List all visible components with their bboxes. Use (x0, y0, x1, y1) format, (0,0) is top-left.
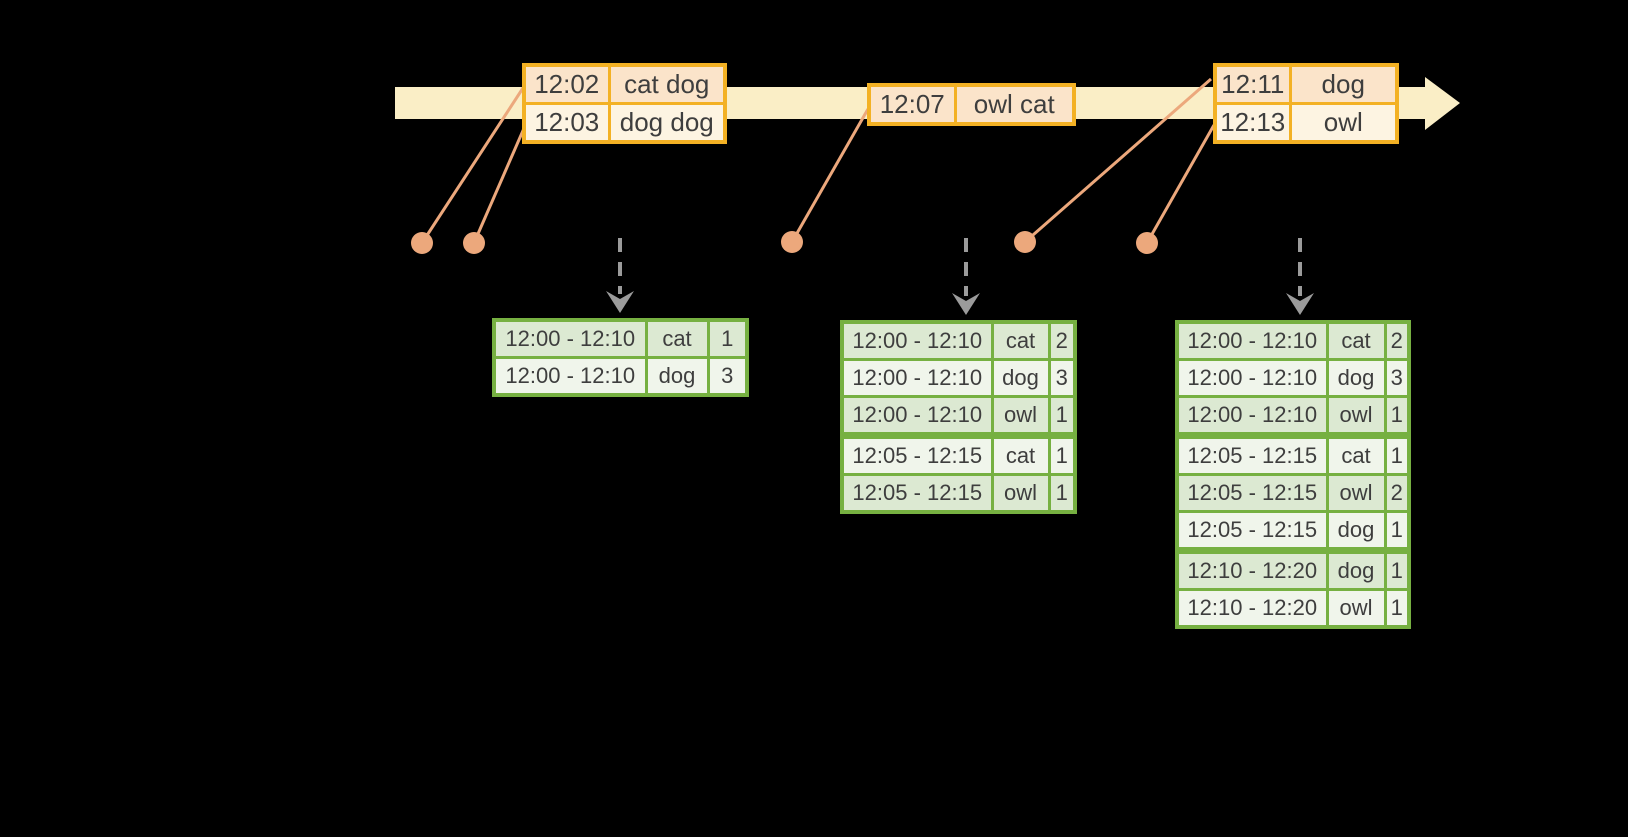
trigger-arrowheads (606, 291, 1314, 315)
window-cell: 12:00 - 12:10 (492, 356, 648, 397)
word-cell: cat (644, 318, 710, 359)
table-row: 12:00 - 12:10 cat 1 (492, 318, 749, 359)
count-cell: 1 (1383, 547, 1411, 591)
result-table-3: 12:00 - 12:10 cat 2 12:00 - 12:10 dog 3 … (1175, 320, 1411, 629)
event-table-1: 12:02 cat dog 12:03 dog dog (522, 63, 727, 144)
event-words-cell: owl (1288, 102, 1399, 144)
word-cell: owl (1325, 588, 1387, 629)
table-row: 12:05 - 12:15 cat 1 (1175, 432, 1411, 476)
table-row: 12:00 - 12:10 dog 3 (492, 356, 749, 397)
table-row: 12:00 - 12:10 cat 2 (1175, 320, 1411, 361)
event-connector-line (472, 125, 527, 244)
window-cell: 12:00 - 12:10 (1175, 395, 1329, 437)
count-cell: 3 (1383, 358, 1411, 398)
word-cell: owl (990, 473, 1051, 514)
count-cell: 2 (1047, 320, 1077, 361)
trigger-arrows (618, 238, 1302, 296)
table-row: 12:00 - 12:10 cat 2 (840, 320, 1077, 361)
word-cell: owl (1325, 473, 1387, 513)
count-cell: 3 (706, 356, 749, 397)
count-cell: 1 (706, 318, 749, 359)
word-cell: dog (644, 356, 710, 397)
event-marker-dot (1014, 231, 1036, 253)
table-row: 12:03 dog dog (522, 102, 727, 144)
event-connector-line (1145, 124, 1216, 244)
result-table-2: 12:00 - 12:10 cat 2 12:00 - 12:10 dog 3 … (840, 320, 1077, 514)
table-row: 12:05 - 12:15 cat 1 (840, 432, 1077, 476)
event-connector-line (1024, 77, 1212, 244)
result-table-1: 12:00 - 12:10 cat 1 12:00 - 12:10 dog 3 (492, 318, 749, 397)
word-cell: cat (1325, 320, 1387, 361)
table-row: 12:00 - 12:10 owl 1 (840, 395, 1077, 437)
count-cell: 3 (1047, 358, 1077, 398)
window-cell: 12:00 - 12:10 (1175, 320, 1329, 361)
word-cell: dog (1325, 547, 1387, 591)
count-cell: 1 (1383, 432, 1411, 476)
window-cell: 12:05 - 12:15 (1175, 473, 1329, 513)
event-connector-lines (420, 77, 1216, 244)
window-cell: 12:05 - 12:15 (1175, 510, 1329, 552)
word-cell: dog (1325, 510, 1387, 552)
event-marker-dots (411, 231, 1158, 254)
table-row: 12:00 - 12:10 dog 3 (1175, 358, 1411, 398)
event-marker-dot (411, 232, 433, 254)
count-cell: 1 (1047, 395, 1077, 437)
word-cell: cat (990, 320, 1051, 361)
event-time-cell: 12:13 (1213, 102, 1292, 144)
table-row: 12:07 owl cat (867, 83, 1076, 126)
event-connector-line (790, 108, 870, 243)
event-marker-dot (781, 231, 803, 253)
window-cell: 12:05 - 12:15 (840, 473, 994, 514)
window-cell: 12:00 - 12:10 (840, 358, 994, 398)
window-cell: 12:10 - 12:20 (1175, 547, 1329, 591)
event-connector-line (420, 87, 525, 244)
word-cell: owl (1325, 395, 1387, 437)
window-cell: 12:05 - 12:15 (840, 432, 994, 476)
event-marker-dot (463, 232, 485, 254)
event-table-2: 12:07 owl cat (867, 83, 1076, 126)
word-cell: dog (990, 358, 1051, 398)
arrow-down-icon (1286, 293, 1314, 315)
table-row: 12:05 - 12:15 owl 1 (840, 473, 1077, 514)
arrow-down-icon (606, 291, 634, 313)
event-words-cell: owl cat (953, 83, 1076, 126)
word-cell: cat (990, 432, 1051, 476)
count-cell: 1 (1047, 432, 1077, 476)
table-row: 12:10 - 12:20 owl 1 (1175, 588, 1411, 629)
table-row: 12:02 cat dog (522, 63, 727, 105)
event-words-cell: dog (1288, 63, 1399, 105)
count-cell: 2 (1383, 320, 1411, 361)
event-time-cell: 12:11 (1213, 63, 1292, 105)
window-cell: 12:10 - 12:20 (1175, 588, 1329, 629)
event-table-3: 12:11 dog 12:13 owl (1213, 63, 1399, 144)
table-row: 12:10 - 12:20 dog 1 (1175, 547, 1411, 591)
event-marker-dot (1136, 232, 1158, 254)
count-cell: 1 (1047, 473, 1077, 514)
event-time-cell: 12:02 (522, 63, 611, 105)
table-row: 12:00 - 12:10 owl 1 (1175, 395, 1411, 437)
event-time-cell: 12:03 (522, 102, 611, 144)
window-cell: 12:00 - 12:10 (492, 318, 648, 359)
event-time-cell: 12:07 (867, 83, 957, 126)
table-row: 12:13 owl (1213, 102, 1399, 144)
table-row: 12:11 dog (1213, 63, 1399, 105)
word-cell: dog (1325, 358, 1387, 398)
count-cell: 1 (1383, 510, 1411, 552)
window-cell: 12:00 - 12:10 (840, 395, 994, 437)
window-cell: 12:05 - 12:15 (1175, 432, 1329, 476)
table-row: 12:05 - 12:15 dog 1 (1175, 510, 1411, 552)
table-row: 12:05 - 12:15 owl 2 (1175, 473, 1411, 513)
count-cell: 1 (1383, 588, 1411, 629)
timeline-arrowhead-icon (1425, 77, 1460, 130)
count-cell: 2 (1383, 473, 1411, 513)
event-words-cell: dog dog (607, 102, 727, 144)
event-words-cell: cat dog (607, 63, 727, 105)
window-cell: 12:00 - 12:10 (1175, 358, 1329, 398)
table-row: 12:00 - 12:10 dog 3 (840, 358, 1077, 398)
word-cell: owl (990, 395, 1051, 437)
word-cell: cat (1325, 432, 1387, 476)
arrow-down-icon (952, 293, 980, 315)
count-cell: 1 (1383, 395, 1411, 437)
window-cell: 12:00 - 12:10 (840, 320, 994, 361)
